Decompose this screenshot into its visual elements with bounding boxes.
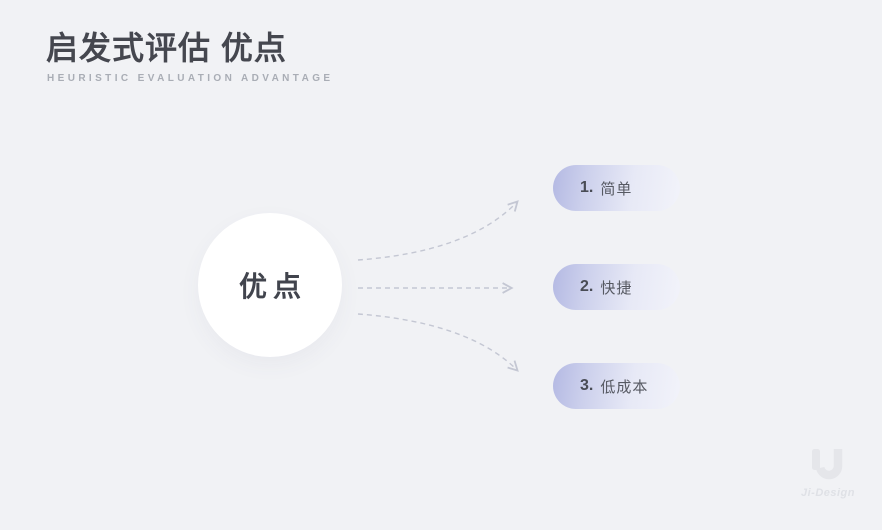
page-title: 启发式评估 优点	[46, 30, 287, 66]
center-node-advantage: 优点	[198, 213, 342, 357]
center-node-label: 优点	[238, 271, 307, 302]
pill-label: 简单	[600, 180, 633, 198]
pill-number: 3.	[580, 377, 594, 394]
brand-watermark: Ji-Design	[799, 447, 857, 499]
pill-number: 1.	[580, 179, 594, 196]
pill-label: 快捷	[600, 279, 633, 297]
ji-design-logo-icon	[812, 449, 843, 480]
brand-name: Ji-Design	[800, 487, 855, 499]
pill-number: 2.	[580, 278, 594, 295]
pill-label: 低成本	[600, 378, 649, 396]
dashed-arrow-bottom	[357, 313, 519, 372]
advantage-pill-3: 3. 低成本	[553, 363, 680, 409]
dashed-arrow-top	[357, 200, 519, 261]
advantage-pill-2: 2. 快捷	[553, 264, 680, 310]
page-subtitle: HEURISTIC EVALUATION ADVANTAGE	[47, 73, 334, 84]
header: 启发式评估 优点 HEURISTIC EVALUATION ADVANTAGE	[46, 30, 333, 84]
advantage-pill-1: 1. 简单	[553, 165, 680, 211]
